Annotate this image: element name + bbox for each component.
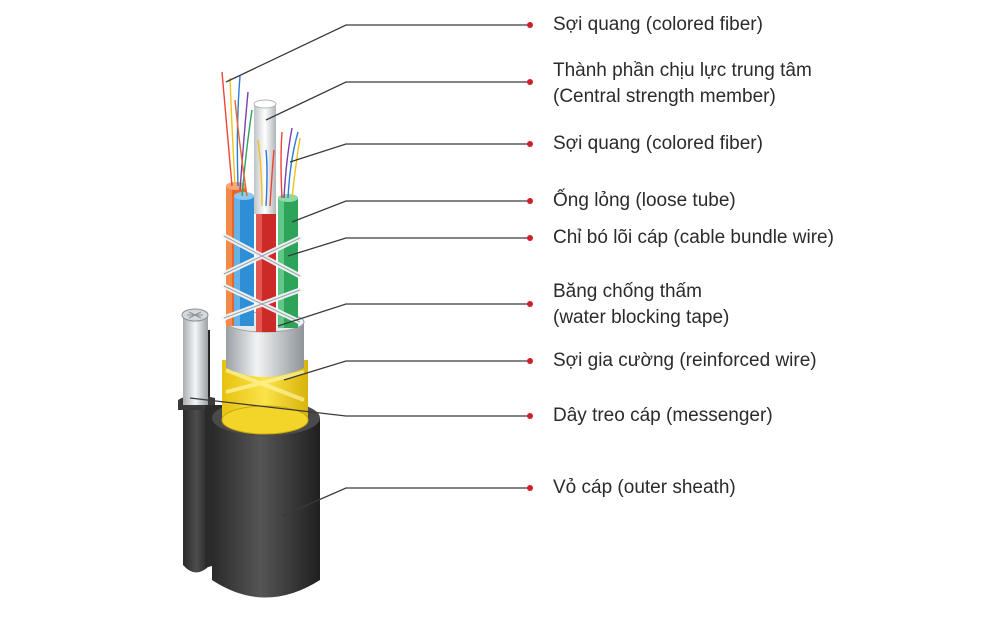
leader-colored-fiber-top	[225, 24, 528, 83]
leader-loose-tube	[291, 200, 528, 223]
leader-cable-bundle-wire	[287, 237, 528, 257]
leader-dots	[527, 22, 533, 491]
label-loose-tube: Ống lỏng (loose tube)	[553, 188, 736, 214]
label-line: Chỉ bó lõi cáp (cable bundle wire)	[553, 227, 834, 248]
label-line: Vỏ cáp (outer sheath)	[553, 477, 736, 498]
reinforced-wire-part	[221, 360, 309, 435]
leader-lines	[189, 24, 528, 517]
leader-messenger	[189, 397, 528, 417]
colored-fibers	[221, 71, 301, 207]
label-cable-bundle-wire: Chỉ bó lõi cáp (cable bundle wire)	[553, 225, 834, 251]
label-central-strength-member: Thành phần chịu lực trung tâm (Central s…	[553, 58, 812, 110]
label-line: (water blocking tape)	[553, 307, 730, 328]
label-reinforced-wire: Sợi gia cường (reinforced wire)	[553, 348, 817, 374]
label-outer-sheath: Vỏ cáp (outer sheath)	[553, 475, 736, 501]
label-line: Dây treo cáp (messenger)	[553, 405, 773, 426]
label-line: Sợi gia cường (reinforced wire)	[553, 350, 817, 371]
label-colored-fiber-top: Sợi quang (colored fiber)	[553, 12, 763, 38]
label-line: Sợi quang (colored fiber)	[553, 133, 763, 154]
label-water-blocking-tape: Băng chống thấm (water blocking tape)	[553, 279, 729, 331]
leader-reinforced-wire	[283, 360, 528, 381]
label-line: Ống lỏng (loose tube)	[553, 190, 736, 211]
label-line: Băng chống thấm	[553, 281, 702, 302]
label-messenger: Dây treo cáp (messenger)	[553, 403, 773, 429]
label-colored-fiber-mid: Sợi quang (colored fiber)	[553, 131, 763, 157]
leader-outer-sheath	[281, 487, 528, 517]
leader-central-strength-member	[265, 81, 528, 121]
central-strength-member-part	[253, 99, 277, 214]
leader-water-blocking-tape	[277, 303, 528, 327]
label-line: (Central strength member)	[553, 86, 776, 107]
label-line: Thành phần chịu lực trung tâm	[553, 60, 812, 81]
label-line: Sợi quang (colored fiber)	[553, 14, 763, 35]
leader-colored-fiber-mid	[289, 143, 528, 163]
